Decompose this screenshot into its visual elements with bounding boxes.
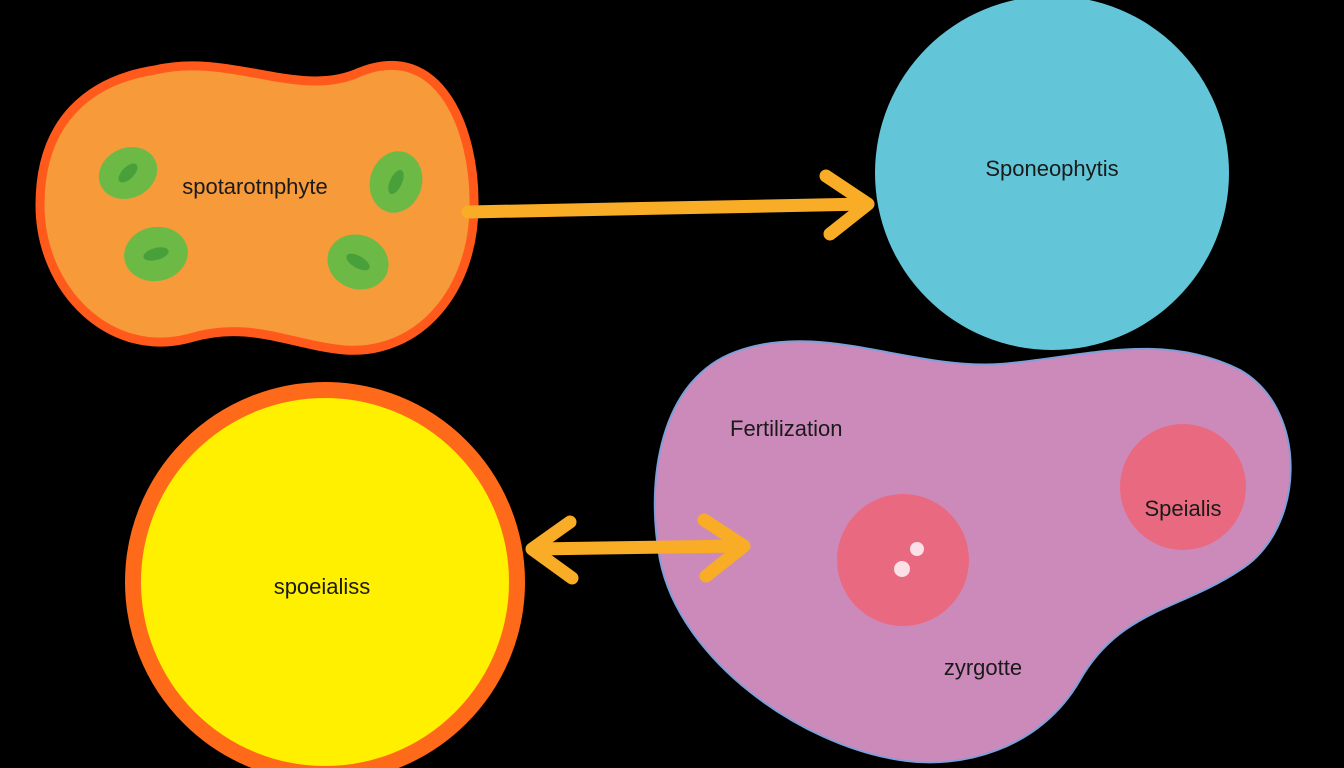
speialis-label: Speialis	[1144, 496, 1221, 521]
zygote-highlight	[910, 542, 924, 556]
fertilization-node: Fertilization Speialis zyrgotte	[653, 340, 1292, 764]
chloroplast-cell	[327, 234, 389, 290]
sporophyte-shape	[35, 61, 479, 355]
speialis-shape	[1120, 424, 1246, 550]
sporophyte-node: spotarotnphyte	[35, 61, 479, 355]
spoeialiss-label: spoeialiss	[274, 574, 371, 599]
zygote-label: zyrgotte	[944, 655, 1022, 680]
chloroplast-cell	[124, 226, 188, 282]
zygote-highlight	[894, 561, 910, 577]
fertilization-label: Fertilization	[730, 416, 842, 441]
sponeophytis-label: Sponeophytis	[985, 156, 1118, 181]
chloroplast-cell	[369, 151, 423, 213]
sponeophytis-shape	[875, 0, 1229, 350]
spoeialiss-shape	[125, 382, 525, 768]
arrow-spoeialiss-fertilization	[525, 513, 751, 585]
zygote-node	[837, 494, 969, 626]
sponeophytis-node: Sponeophytis	[875, 0, 1229, 350]
spoeialiss-node: spoeialiss	[125, 382, 525, 768]
zygote-shape	[837, 494, 969, 626]
arrow-sporophyte-to-sponeophytis	[461, 169, 875, 241]
speialis-node: Speialis	[1120, 424, 1246, 550]
chloroplast-cell	[98, 147, 158, 199]
sporophyte-label: spotarotnphyte	[182, 174, 328, 199]
fertilization-shape	[653, 340, 1292, 764]
